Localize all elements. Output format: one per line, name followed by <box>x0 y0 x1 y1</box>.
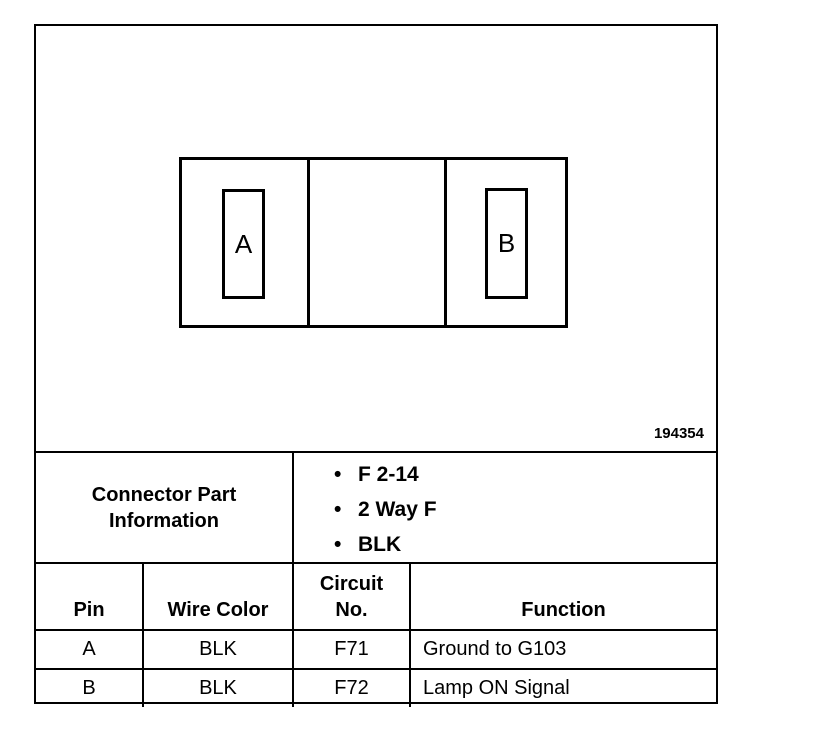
connector-divider-right <box>444 160 447 325</box>
part-info-label-line1: Connector Part <box>91 483 237 506</box>
cavity-b-label: B <box>497 228 516 258</box>
part-info-item: F 2-14 <box>334 457 716 492</box>
part-info-list: F 2-14 2 Way F BLK <box>292 451 716 564</box>
cell-circuit: F71 <box>292 629 411 670</box>
connector-info-table: Connector Part Information F 2-14 2 Way … <box>36 451 716 707</box>
cell-function: Ground to G103 <box>409 629 716 670</box>
cavity-b: B <box>485 188 528 299</box>
cavity-a-label: A <box>234 228 253 259</box>
part-info-item: BLK <box>334 527 716 562</box>
header-circuit-line1: Circuit <box>319 573 384 595</box>
part-info-label-line2: Information <box>109 509 219 532</box>
cell-pin: A <box>36 629 144 670</box>
header-function: Function <box>409 562 716 631</box>
part-info-row: Connector Part Information F 2-14 2 Way … <box>36 451 716 564</box>
connector-divider-left <box>307 160 310 325</box>
cavity-a: A <box>222 189 265 299</box>
cell-circuit: F72 <box>292 668 411 707</box>
header-circuit-line2: No. <box>335 599 368 621</box>
cell-function: Lamp ON Signal <box>409 668 716 707</box>
connector-drawing: A B 194354 <box>36 26 716 452</box>
connector-face: A B <box>179 157 568 328</box>
header-wire-color: Wire Color <box>142 562 294 631</box>
part-info-label: Connector Part Information <box>36 451 294 564</box>
cell-wire-color: BLK <box>142 668 294 707</box>
header-row: Pin Wire Color Circuit No. Function <box>36 562 716 631</box>
cell-wire-color: BLK <box>142 629 294 670</box>
connector-sheet: A B 194354 Connector Part Information F … <box>34 24 718 707</box>
table-row: B BLK F72 Lamp ON Signal <box>36 668 716 707</box>
cell-pin: B <box>36 668 144 707</box>
part-info-item: 2 Way F <box>334 492 716 527</box>
table-row: A BLK F71 Ground to G103 <box>36 629 716 670</box>
header-circuit-no: Circuit No. <box>292 562 411 631</box>
header-pin: Pin <box>36 562 144 631</box>
drawing-number: 194354 <box>653 425 704 442</box>
